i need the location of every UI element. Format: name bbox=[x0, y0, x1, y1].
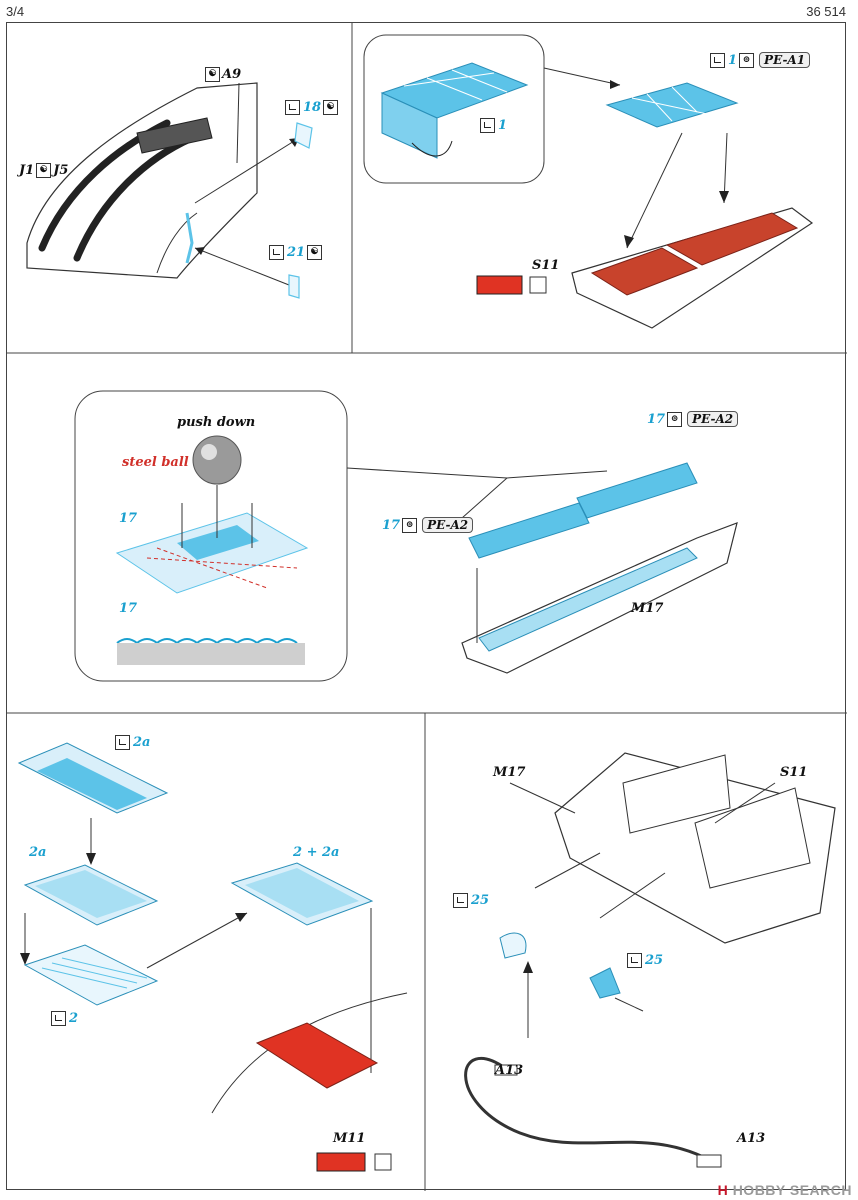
label-m11: M11 bbox=[333, 1131, 366, 1146]
mesh-drawing bbox=[74, 390, 738, 682]
label-m17: M17 bbox=[493, 765, 526, 780]
label-part-25-right: 25 bbox=[627, 953, 663, 968]
instruction-frame: ☯A9 J1☯J5 18☯ 21☯ bbox=[6, 22, 847, 1191]
label-s11: S11 bbox=[780, 765, 808, 780]
label-part-17-pe-a2-top: 17⊚PE-A2 bbox=[647, 411, 739, 427]
paint-yinyang-icon: ☯ bbox=[205, 67, 220, 82]
sheet-tag-pe-a2: PE-A2 bbox=[422, 517, 474, 533]
label-part-1-pe-a1: 1⊚PE-A1 bbox=[710, 52, 811, 68]
cable-drawing bbox=[464, 752, 836, 1168]
brand-mark-icon: H bbox=[717, 1182, 729, 1198]
panel-step-grille: 1 1⊚PE-A1 S11 bbox=[352, 23, 847, 353]
label-steel-ball: steel ball bbox=[122, 455, 189, 470]
bend-icon bbox=[480, 118, 495, 133]
grille-drawing bbox=[363, 34, 814, 329]
label-part-25-left: 25 bbox=[453, 893, 489, 908]
label-part-2-plus-2a: 2 + 2a bbox=[293, 845, 340, 860]
bend-icon bbox=[51, 1011, 66, 1026]
bend-icon bbox=[285, 100, 300, 115]
bend-icon bbox=[627, 953, 642, 968]
paint-yinyang-icon: ☯ bbox=[36, 163, 52, 178]
label-part-21: 21☯ bbox=[269, 245, 324, 260]
label-m17: M17 bbox=[631, 601, 664, 616]
paint-yinyang-icon: ☯ bbox=[323, 100, 339, 115]
hobby-search-watermark: H HOBBY SEARCH bbox=[717, 1182, 852, 1198]
paint-yinyang-icon: ☯ bbox=[307, 245, 323, 260]
label-part-2a: 2a bbox=[29, 845, 47, 860]
label-part-2a-top: 2a bbox=[115, 735, 150, 750]
fender-drawing bbox=[26, 82, 313, 299]
etch-sheet-icon: ⊚ bbox=[667, 412, 683, 427]
label-s11: S11 bbox=[532, 258, 560, 273]
panel-dividers bbox=[7, 23, 847, 1191]
bend-icon bbox=[710, 53, 725, 68]
panel-step-mesh: push down steel ball 17 17 17⊚PE-A2 17⊚P… bbox=[7, 353, 847, 713]
label-a13-left: A13 bbox=[495, 1063, 524, 1078]
bend-icon bbox=[269, 245, 284, 260]
label-a9: ☯A9 bbox=[203, 67, 241, 82]
label-j1-j5: J1☯J5 bbox=[19, 163, 69, 178]
etch-sheet-icon: ⊚ bbox=[739, 53, 755, 68]
label-part-1-detail: 1 bbox=[480, 118, 507, 133]
panel-step-cable: M17 S11 25 25 A13 A13 bbox=[425, 713, 847, 1191]
label-a13-right: A13 bbox=[737, 1131, 766, 1146]
label-part-17-pe-a2-left: 17⊚PE-A2 bbox=[382, 517, 474, 533]
sheet-tag-pe-a2: PE-A2 bbox=[687, 411, 739, 427]
label-part-18: 18☯ bbox=[285, 100, 340, 115]
etch-sheet-icon: ⊚ bbox=[402, 518, 418, 533]
panel-step-hatch: 2a 2a 2 + 2a 2 M11 bbox=[7, 713, 425, 1191]
sheet-tag-pe-a1: PE-A1 bbox=[759, 52, 811, 68]
bend-icon bbox=[453, 893, 468, 908]
label-part-17-profile: 17 bbox=[119, 601, 138, 616]
kit-code: 36 514 bbox=[806, 4, 846, 19]
bend-icon bbox=[115, 735, 130, 750]
panel-step-fender: ☯A9 J1☯J5 18☯ 21☯ bbox=[7, 23, 352, 353]
label-part-2: 2 bbox=[51, 1011, 78, 1026]
label-part-17-detail: 17 bbox=[119, 511, 138, 526]
hatch-drawing bbox=[17, 742, 408, 1172]
label-push-down: push down bbox=[177, 415, 256, 430]
page-number: 3/4 bbox=[6, 4, 25, 19]
